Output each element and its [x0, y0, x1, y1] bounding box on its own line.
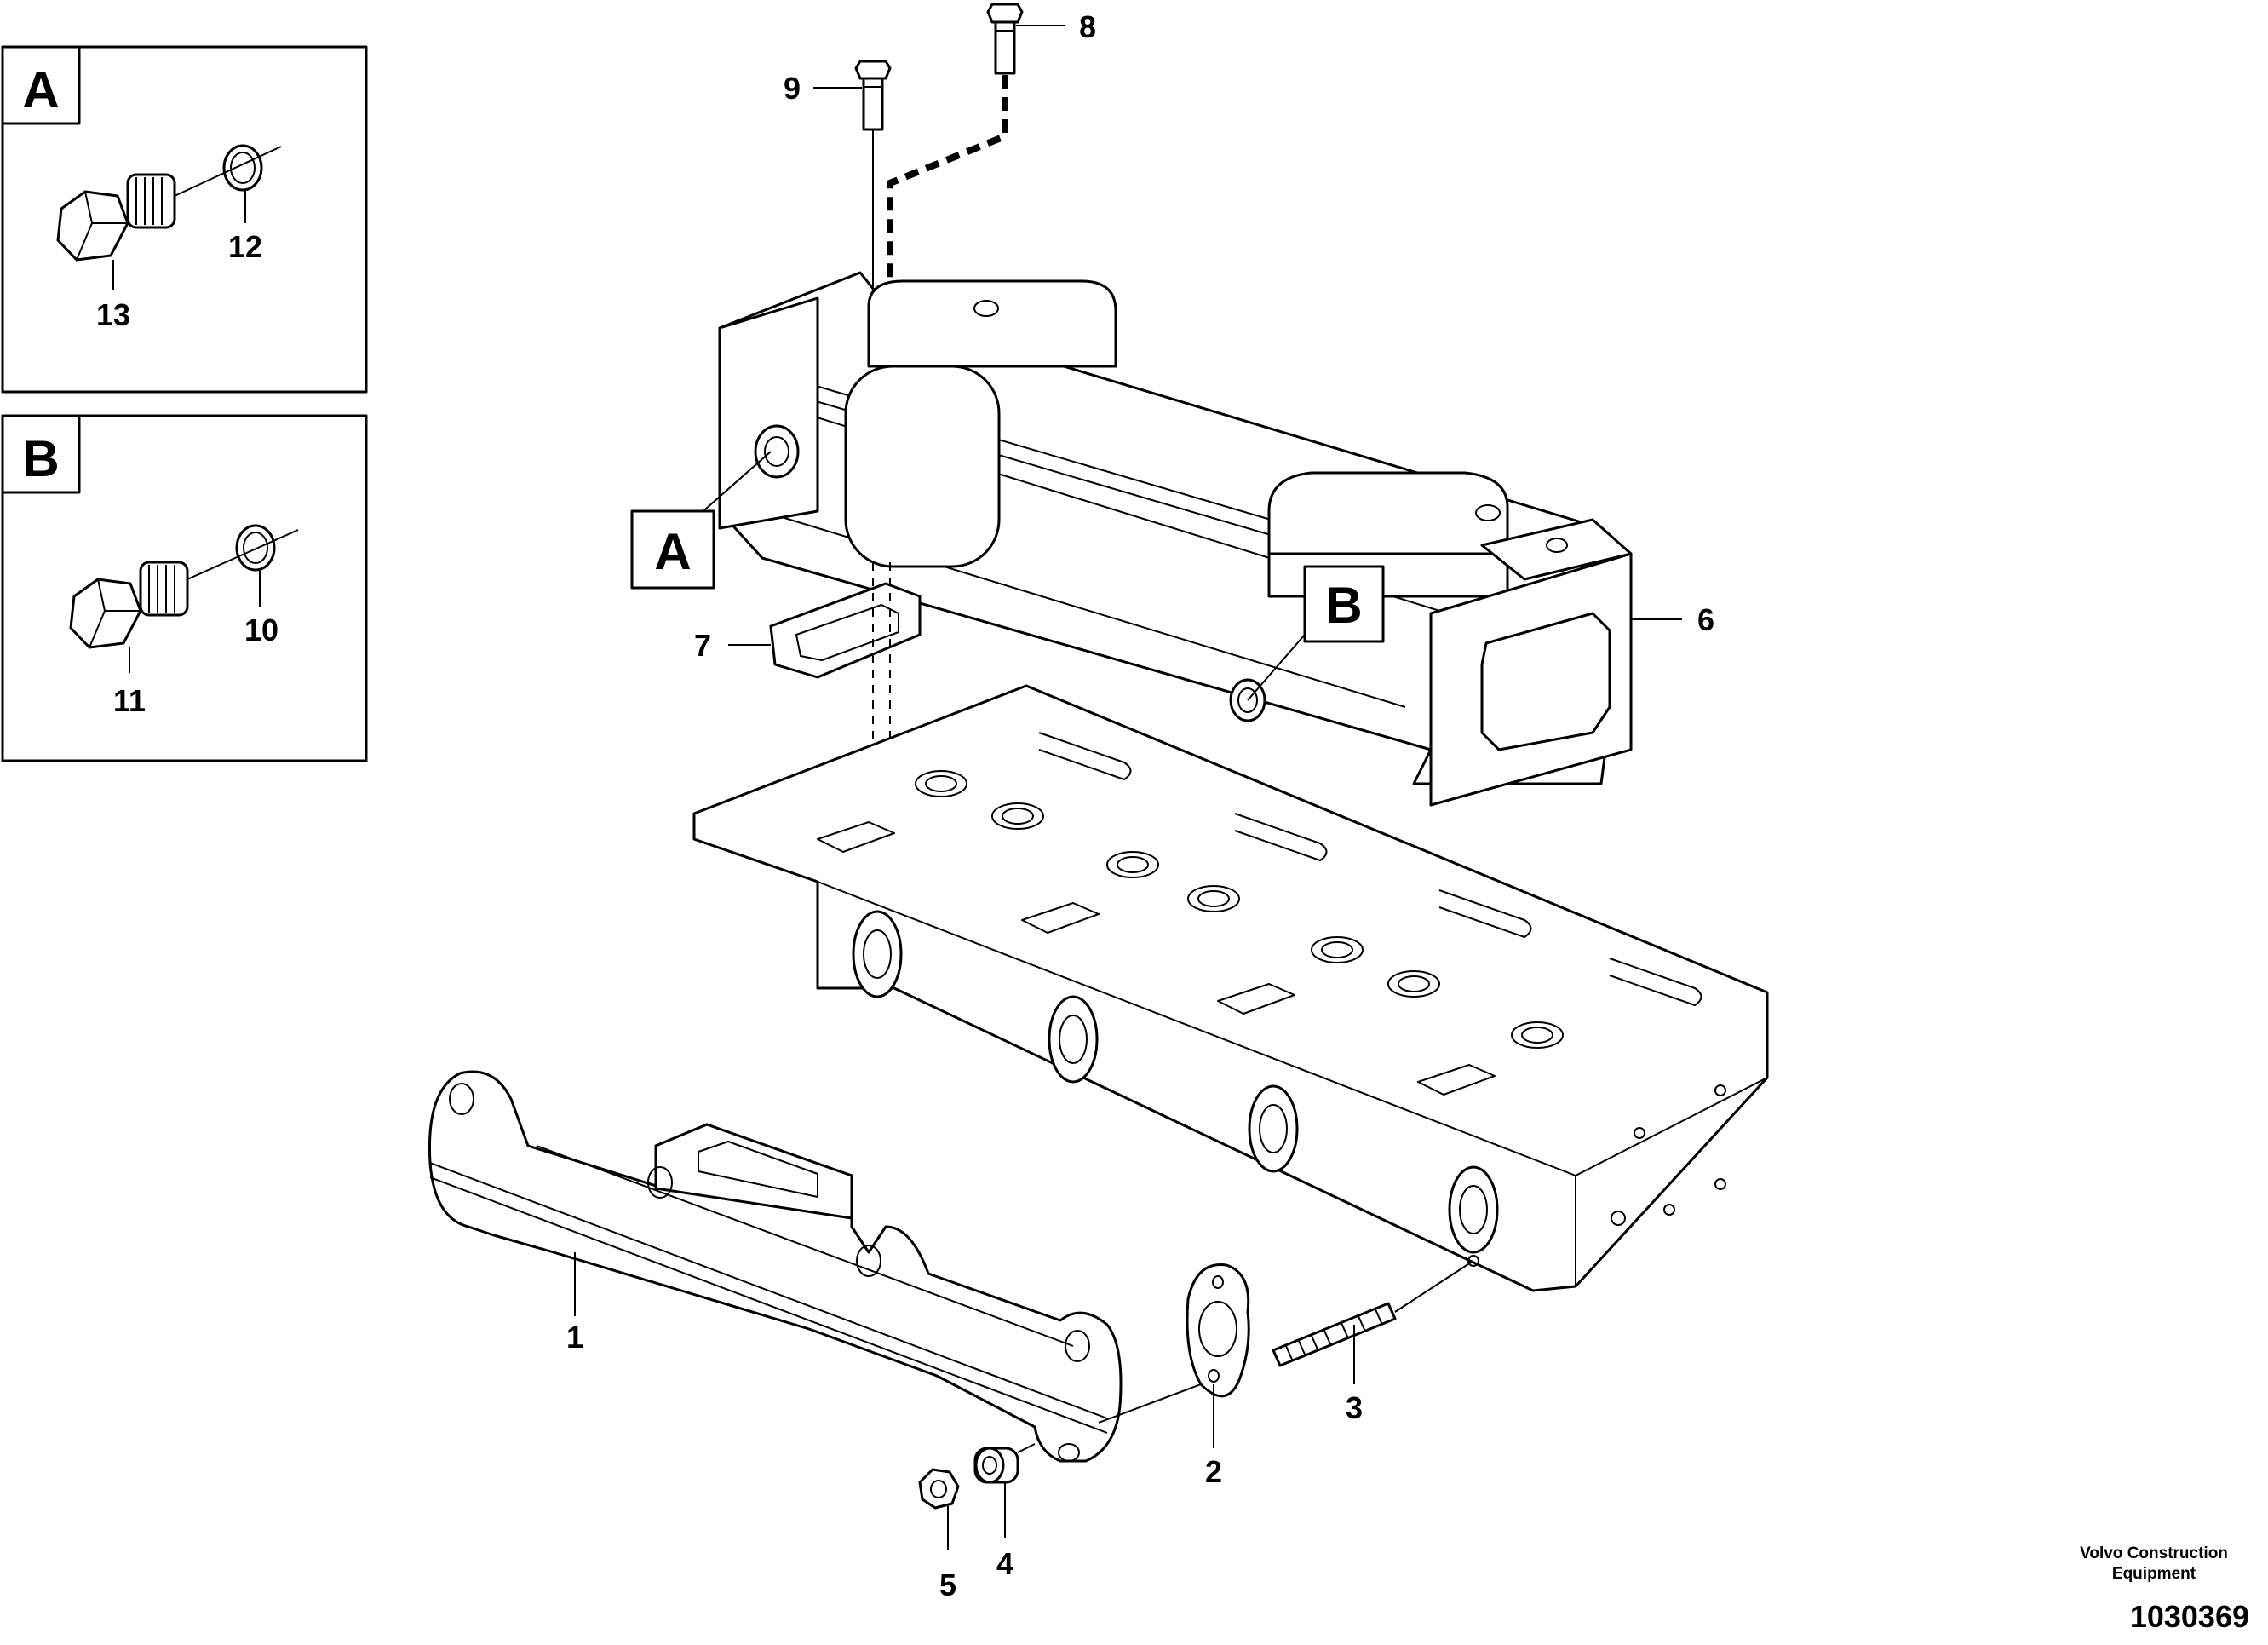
callout-13: 13	[96, 297, 130, 332]
view-marker-a: A	[630, 451, 772, 590]
drawing-number: 1030369	[2129, 1599, 2249, 1634]
plug-11-icon	[69, 561, 189, 649]
callout-9: 9	[784, 71, 801, 106]
svg-text:B: B	[1325, 577, 1362, 634]
plug-13-icon	[56, 173, 176, 262]
stud-3-icon	[1272, 1260, 1474, 1384]
bolt-9-icon	[813, 60, 892, 324]
detail-letter-b: B	[22, 430, 59, 487]
callout-1: 1	[566, 1320, 583, 1355]
brand-line-2: Equipment	[2111, 1565, 2196, 1583]
cylinder-head	[692, 684, 1769, 1292]
callout-7: 7	[694, 628, 711, 663]
callout-6: 6	[1697, 602, 1714, 637]
callout-11: 11	[113, 683, 146, 718]
brand-line-1: Volvo Construction	[2080, 1544, 2228, 1562]
gasket-2-icon	[1186, 1263, 1250, 1448]
callout-10: 10	[244, 613, 278, 647]
view-marker-b: B	[1247, 565, 1385, 701]
callout-2: 2	[1205, 1454, 1222, 1489]
sleeve-4-icon	[973, 1443, 1036, 1538]
heat-shield-6	[718, 271, 1682, 807]
callout-12: 12	[228, 229, 262, 264]
nut-5-icon	[918, 1468, 960, 1550]
svg-text:A: A	[654, 523, 691, 580]
callout-8: 8	[1079, 9, 1096, 44]
exhaust-manifold-1	[428, 1070, 1202, 1463]
detail-box-b: B 10 11	[1, 414, 368, 762]
seal-ring-10-icon	[235, 524, 276, 572]
detail-box-a: A 12 13	[1, 45, 368, 394]
callout-4: 4	[996, 1546, 1013, 1581]
bolt-8-icon	[887, 3, 1065, 324]
detail-letter-a: A	[22, 61, 59, 118]
callout-3: 3	[1346, 1390, 1363, 1425]
callout-5: 5	[939, 1567, 956, 1602]
seal-ring-12-icon	[222, 144, 263, 192]
